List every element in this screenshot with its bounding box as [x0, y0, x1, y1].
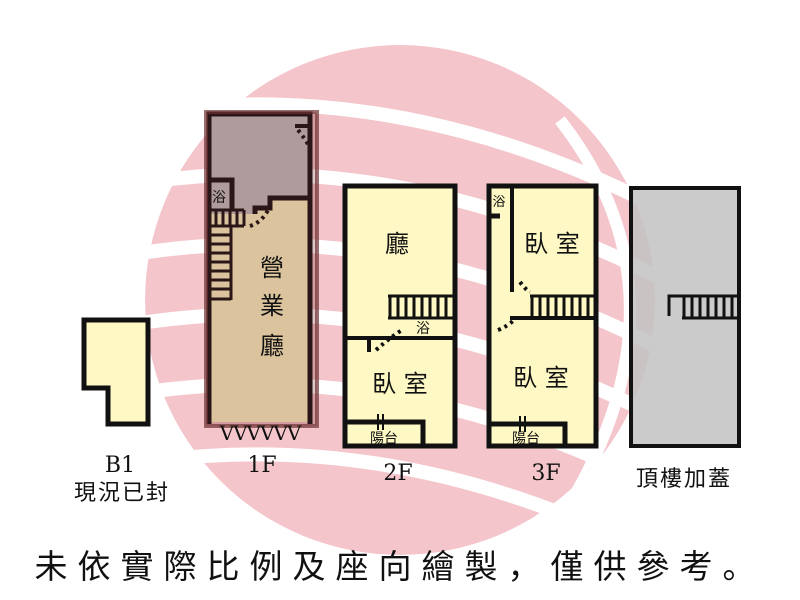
floor-label-1f: 1F	[247, 453, 276, 478]
floor-b1: B1 現況已封	[74, 317, 170, 506]
stairs-roof	[667, 294, 737, 320]
floor-1f: 浴 營 業 廳 VVVVVV 1F	[204, 110, 319, 478]
room-label-1f-3: 廳	[260, 332, 284, 360]
balcony-label-3f: 陽台	[512, 431, 540, 447]
bath-label-3f: 浴	[492, 195, 505, 210]
stairs-1f	[209, 208, 246, 301]
floor-roof: 頂樓加蓋	[629, 186, 741, 492]
frontage-marks-1f: VVVVVV	[219, 421, 302, 445]
stairs-2f	[388, 294, 453, 320]
bedroom1-label-3f: 臥 室	[524, 230, 580, 258]
floor-note-b1: 現況已封	[74, 481, 170, 506]
disclaimer-text: 未依實際比例及座向繪製，僅供參考。	[34, 547, 766, 586]
floor-label-b1: B1	[105, 453, 135, 478]
balcony-label-2f: 陽台	[370, 431, 398, 447]
room-label-1f-1: 營	[260, 254, 284, 282]
bath-label-2f: 浴	[416, 321, 430, 337]
floor-label-3f: 3F	[531, 461, 560, 486]
room-label-1f-2: 業	[260, 292, 284, 320]
floor-3f: 浴 臥 室 臥 室 陽台 3F	[486, 183, 599, 486]
overlay-1f	[204, 110, 319, 428]
floor-label-2f: 2F	[383, 461, 412, 486]
floor-2f: 廳 浴 臥 室 陽台 2F	[342, 183, 458, 486]
floor-label-roof: 頂樓加蓋	[636, 467, 732, 492]
bath-label-1f: 浴	[212, 190, 226, 206]
bedroom2-label-3f: 臥 室	[513, 364, 569, 392]
bedroom-label-2f: 臥 室	[372, 370, 428, 398]
hall-label-2f: 廳	[385, 230, 409, 258]
